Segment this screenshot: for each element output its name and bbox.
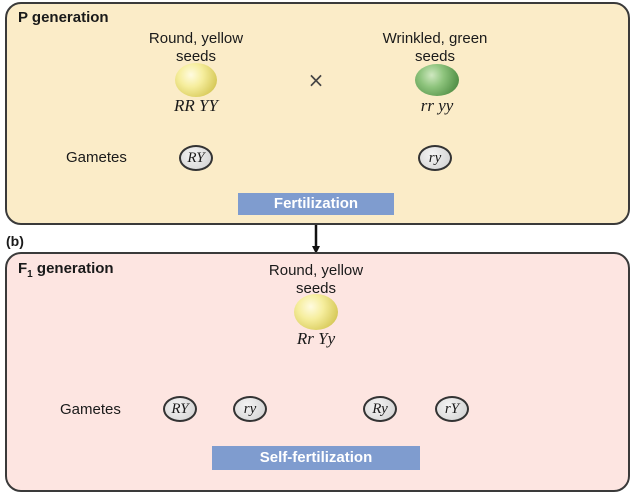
p-gametes-label: Gametes	[66, 149, 127, 166]
wrinkled-green-seed-image	[415, 64, 459, 96]
round-yellow-seed-image	[175, 63, 217, 97]
f1-genotype: Rr Yy	[296, 329, 336, 348]
left-parent-description-text: Round, yellow seeds	[148, 30, 244, 65]
f1-gamete-3: Ry	[363, 396, 397, 422]
f1-title-rest: generation	[32, 260, 114, 277]
p-generation-panel	[5, 2, 630, 225]
f1-description-text: Round, yellow seeds	[268, 262, 364, 297]
f1-description: Round, yellow seeds	[269, 262, 363, 298]
section-b-label: (b)	[6, 233, 24, 249]
fertilization-label: Fertilization	[238, 193, 394, 215]
f1-generation-title: F1 generation	[18, 260, 114, 280]
f1-gamete-1: RY	[163, 396, 197, 422]
self-fertilization-label: Self-fertilization	[212, 446, 420, 470]
f1-gamete-2: ry	[233, 396, 267, 422]
p-generation-title: P generation	[18, 9, 109, 26]
cross-symbol: ×	[307, 68, 325, 92]
f1-round-yellow-seed-image	[294, 294, 338, 330]
p-gamete-left: RY	[179, 145, 213, 171]
right-parent-description: Wrinkled, green seeds	[383, 30, 488, 66]
right-parent-genotype: rr yy	[420, 96, 454, 115]
right-parent-description-text: Wrinkled, green seeds	[382, 30, 488, 65]
f1-title-sub: 1	[27, 269, 33, 280]
f1-title-main: F	[18, 260, 28, 277]
left-parent-genotype: RR YY	[174, 96, 218, 115]
p-gamete-right: ry	[418, 145, 452, 171]
f1-gamete-4: rY	[435, 396, 469, 422]
left-parent-description: Round, yellow seeds	[149, 30, 243, 66]
f1-gametes-label: Gametes	[60, 401, 121, 418]
